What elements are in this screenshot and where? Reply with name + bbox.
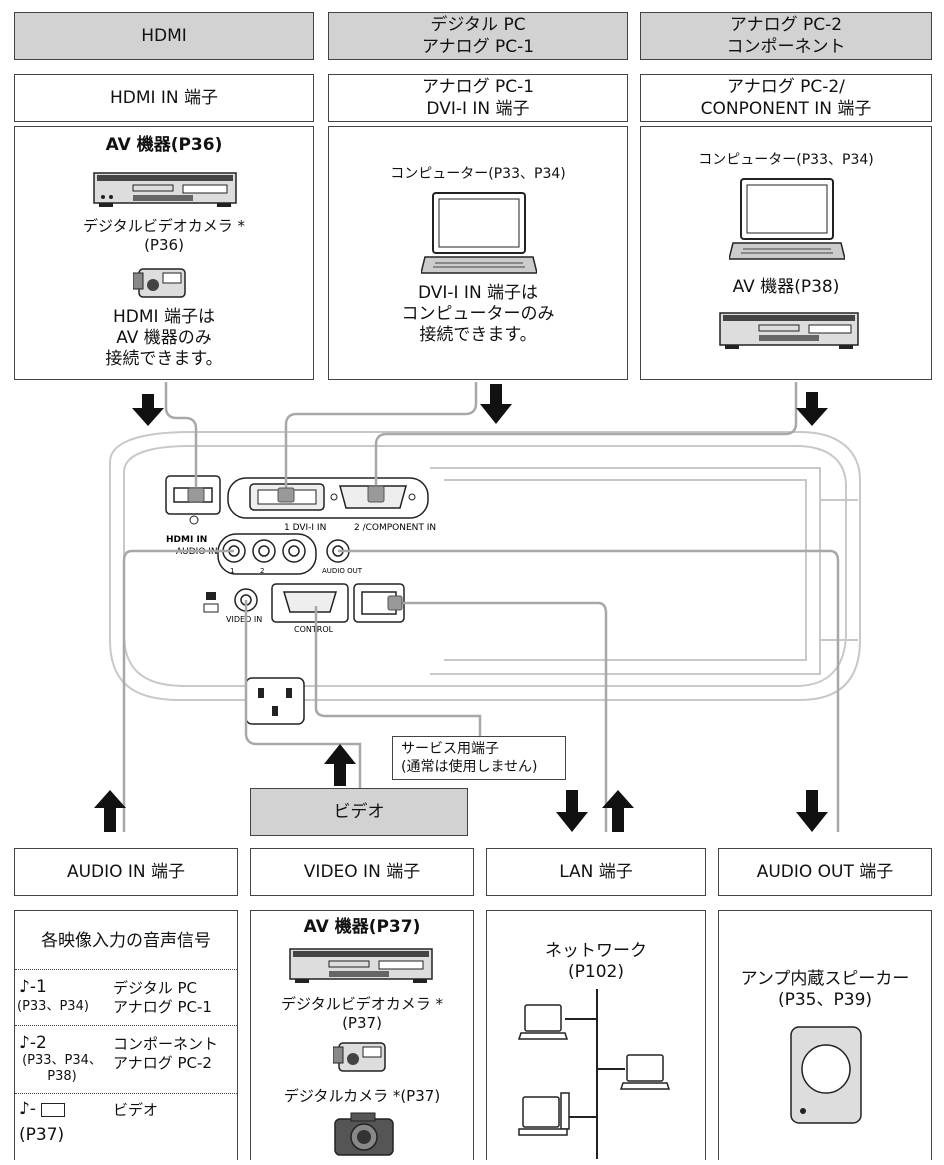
terminal-dvi-in: アナログ PC-1 DVI-I IN 端子: [328, 74, 628, 122]
audio-jack-label: 2: [260, 567, 264, 575]
power-socket: [245, 677, 305, 725]
video-camera-label: デジタルカメラ *(P37): [283, 1087, 441, 1105]
laptop-icon: [729, 178, 845, 260]
hdmi-av-title: AV 機器(P36): [105, 135, 223, 155]
video-device-box: AV 機器(P37) デジタルビデオカメラ * (P37) デジタルカメラ *(…: [250, 910, 474, 1160]
audio-out-port-label: AUDIO OUT: [322, 567, 363, 575]
terminal-audio-in: AUDIO IN 端子: [14, 848, 238, 896]
lan-network-label: ネットワーク (P102): [545, 941, 647, 982]
dvi-in-port-label: 1 DVI-I IN: [284, 523, 326, 533]
cables: [122, 382, 840, 832]
audio-row-code: ♪-1: [19, 977, 47, 997]
digital-camera-icon: [334, 1112, 394, 1156]
pc2-device-box: コンピューター(P33、P34) AV 機器(P38): [640, 126, 932, 380]
camcorder-icon: [333, 1042, 386, 1072]
audio-out-device-box: アンプ内蔵スピーカー (P35、P39): [718, 910, 932, 1160]
control-port-label: CONTROL: [294, 625, 334, 634]
speaker-label: アンプ内蔵スピーカー (P35、P39): [740, 969, 910, 1010]
component-in-port-label: 2 /COMPONENT IN: [354, 523, 436, 533]
av-device-icon: [719, 312, 859, 349]
audio-row-refs: (P37): [19, 1125, 65, 1145]
audio-jack-label: 1: [230, 567, 234, 575]
audio-row-refs: (P33、P34、 P38): [22, 1053, 102, 1084]
dvi-note: DVI-I IN 端子は コンピューターのみ 接続できます。: [401, 283, 555, 345]
control-port: [271, 583, 349, 623]
audio-in-signal-box: 各映像入力の音声信号 ♪-1 (P33、P34) デジタル PC アナログ PC…: [14, 910, 238, 1160]
header-video: ビデオ: [250, 788, 468, 836]
network-diagram: [517, 989, 671, 1159]
audio-row-desc: コンポーネント アナログ PC-2: [113, 1035, 219, 1072]
dvi-computer-label: コンピューター(P33、P34): [390, 166, 566, 182]
camcorder-icon: [133, 268, 186, 298]
terminal-video-in: VIDEO IN 端子: [250, 848, 474, 896]
audio-row-code: ♪-: [19, 1099, 36, 1119]
service-note: サービス用端子 (通常は使用しません): [401, 741, 538, 775]
audio-in-jacks: [222, 539, 306, 563]
lan-network-box: ネットワーク (P102): [486, 910, 706, 1160]
video-av-title: AV 機器(P37): [303, 917, 421, 937]
hdmi-in-port-label: HDMI IN: [166, 535, 207, 545]
pc2-computer-label: コンピューター(P33、P34): [698, 152, 874, 168]
terminal-hdmi-in: HDMI IN 端子: [14, 74, 314, 122]
video-in-port-label: VIDEO IN: [226, 615, 262, 624]
av-device-icon: [93, 172, 237, 207]
lock-icon: [203, 592, 219, 613]
audio-row-desc: ビデオ: [113, 1101, 159, 1119]
speaker-icon: [790, 1026, 862, 1124]
laptop-icon: [421, 192, 537, 274]
header-hdmi: HDMI: [14, 12, 314, 60]
video-camcorder-label: デジタルビデオカメラ * (P37): [281, 995, 443, 1032]
hdmi-note: HDMI 端子は AV 機器のみ 接続できます。: [105, 307, 223, 369]
terminal-lan: LAN 端子: [486, 848, 706, 896]
audio-row-desc: デジタル PC アナログ PC-1: [113, 979, 212, 1016]
pc2-av-label: AV 機器(P38): [732, 277, 840, 297]
service-note-box: サービス用端子 (通常は使用しません): [392, 736, 566, 780]
terminal-pc2-in: アナログ PC-2/ CONPONENT IN 端子: [640, 74, 932, 122]
audio-in-title: 各映像入力の音声信号: [41, 931, 211, 951]
av-device-icon: [289, 948, 433, 983]
dvi-device-box: コンピューター(P33、P34) DVI-I IN 端子は コンピューターのみ …: [328, 126, 628, 380]
arrows: [94, 384, 828, 832]
hdmi-camcorder-label: デジタルビデオカメラ * (P36): [83, 217, 245, 254]
header-analog-pc2: アナログ PC-2 コンポーネント: [640, 12, 932, 60]
video-tape-icon: [41, 1103, 65, 1117]
audio-row-code: ♪-2: [19, 1033, 47, 1053]
hdmi-device-box: AV 機器(P36) デジタルビデオカメラ * (P36) HDMI 端子は A…: [14, 126, 314, 380]
audio-row-refs: (P33、P34): [17, 999, 89, 1014]
header-digital-pc: デジタル PC アナログ PC-1: [328, 12, 628, 60]
terminal-audio-out: AUDIO OUT 端子: [718, 848, 932, 896]
